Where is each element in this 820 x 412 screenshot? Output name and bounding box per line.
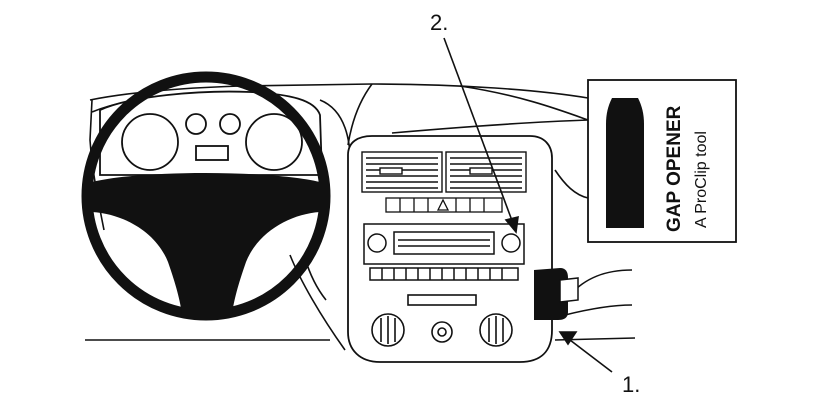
- inset-subtitle: A ProClip tool: [693, 131, 710, 228]
- small-gauge-right: [219, 113, 241, 135]
- air-vents: [361, 151, 527, 193]
- steering-wheel-hub: [92, 173, 320, 314]
- radio-volume-knob: [367, 233, 387, 253]
- tachometer-dial: [245, 113, 303, 171]
- small-gauge-left: [185, 113, 207, 135]
- gap-opener-tool-icon: [606, 98, 644, 228]
- climate-knob-right: [479, 313, 513, 347]
- gap-opener-inset: GAP OPENER A ProClip tool: [587, 79, 737, 243]
- arrowhead-1: [558, 331, 578, 346]
- instrument-cluster: [99, 90, 323, 176]
- radio-faceplate: [363, 223, 525, 265]
- leader-line-2: [443, 37, 515, 227]
- radio-unit: [363, 223, 525, 281]
- callout-label-1: 1.: [622, 372, 640, 397]
- climate-knob-center: [431, 321, 453, 343]
- radio-tuning-knob: [501, 233, 521, 253]
- vent-left: [361, 151, 443, 193]
- steering-wheel: [81, 71, 331, 321]
- hazard-button-row: [385, 197, 503, 213]
- mounting-clip: [534, 268, 579, 320]
- climate-knob-left: [371, 313, 405, 347]
- climate-controls: [371, 294, 513, 347]
- arrowhead-2: [504, 215, 519, 234]
- center-console: [347, 135, 553, 363]
- radio-preset-buttons: [369, 267, 519, 281]
- cluster-display: [195, 145, 229, 161]
- climate-slot: [407, 294, 477, 306]
- speedometer-dial: [121, 113, 179, 171]
- leader-line-1: [569, 339, 613, 373]
- steering-wheel-rim: [81, 71, 331, 321]
- callout-label-2: 2.: [430, 10, 448, 35]
- radio-display: [393, 231, 495, 255]
- callout-leaders: [443, 37, 613, 373]
- inset-title: GAP OPENER: [664, 105, 685, 232]
